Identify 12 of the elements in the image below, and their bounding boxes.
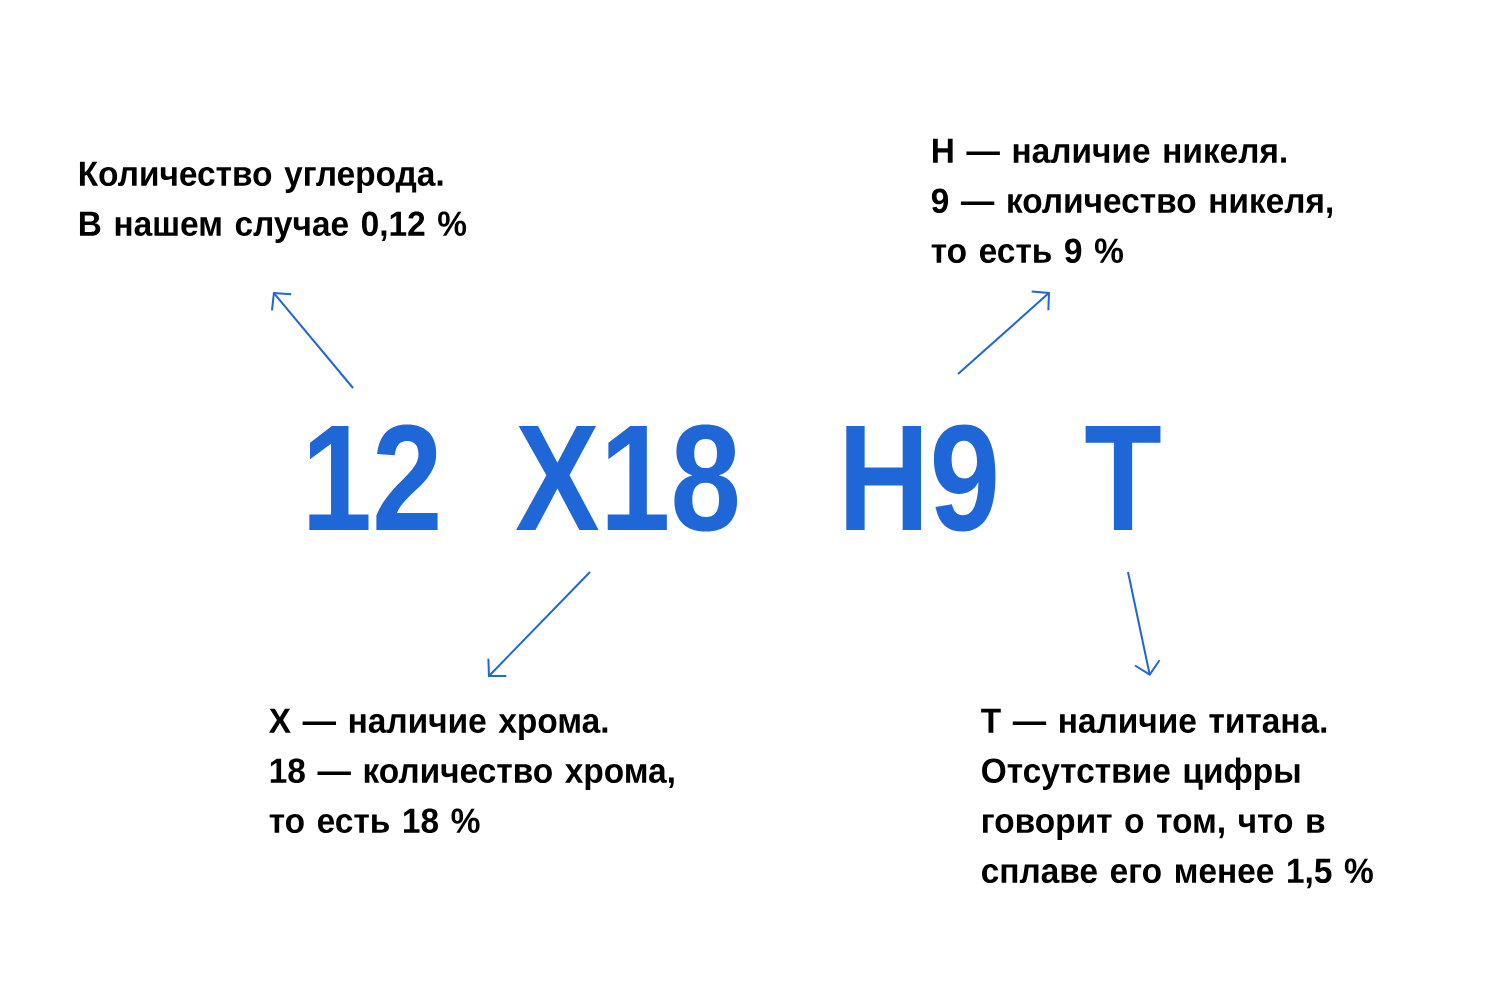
annotation-text: Количество углерода. В нашем случае 0,12 % (79, 161, 467, 243)
grade-code-part: Н9 (846, 424, 996, 532)
arrow (957, 290, 1050, 375)
arrow (271, 292, 354, 389)
annotation-text: Н — наличие никеля. 9 — количество никеля, то есть 9 % (931, 138, 1332, 264)
arrow (1127, 571, 1161, 676)
annotation-text: Х — наличие хрома. 18 — количество хрома, то есть 18 % (269, 708, 674, 834)
grade-code-part: Т (1085, 426, 1161, 530)
arrow (487, 571, 591, 678)
annotation-text: Т — наличие титана. Отсутствие цифры говорит о том, что в сплаве его менее 1,5 % (981, 708, 1373, 889)
grade-code-part: 12 (309, 424, 438, 530)
grade-code-part: Х18 (516, 424, 738, 532)
